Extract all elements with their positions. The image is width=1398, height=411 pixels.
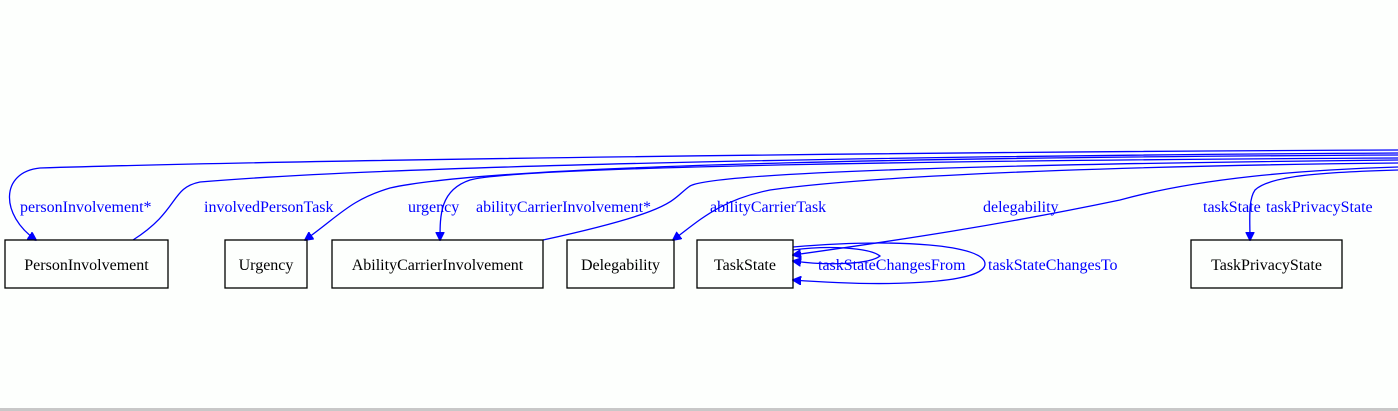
node-task-state: TaskState bbox=[696, 239, 794, 289]
edge-label-task-state-changes-from: taskStateChangesFrom bbox=[818, 257, 966, 274]
edge-label-task-state: taskState bbox=[1203, 199, 1261, 216]
edge-label-involved-person-task: involvedPersonTask bbox=[204, 199, 334, 216]
node-label: AbilityCarrierInvolvement bbox=[352, 257, 524, 274]
edge-task-state-changes-from bbox=[793, 246, 882, 264]
edge-person-involvement bbox=[8, 149, 1398, 240]
bottom-divider bbox=[0, 408, 1398, 411]
node-delegability: Delegability bbox=[566, 239, 675, 289]
edge-label-ability-carrier-task: abilityCarrierTask bbox=[710, 199, 826, 216]
edge-label-task-state-changes-to: taskStateChangesTo bbox=[988, 257, 1118, 274]
edge-ability-carrier-involvement bbox=[440, 157, 1398, 240]
node-label: Delegability bbox=[581, 257, 660, 274]
edge-ability-carrier-task bbox=[542, 159, 1398, 241]
node-label: TaskState bbox=[714, 257, 776, 274]
edge-task-state-changes-to bbox=[793, 242, 986, 283]
edge-task-privacy-state bbox=[1250, 169, 1398, 240]
node-urgency: Urgency bbox=[224, 239, 308, 289]
node-ability-carrier-involvement: AbilityCarrierInvolvement bbox=[331, 239, 544, 289]
edge-label-urgency: urgency bbox=[408, 199, 459, 216]
edge-task-state bbox=[793, 166, 1398, 255]
edge-label-person-involvement: personInvolvement* bbox=[20, 199, 152, 216]
node-label: TaskPrivacyState bbox=[1211, 257, 1322, 274]
edge-label-task-privacy-state: taskPrivacyState bbox=[1266, 199, 1373, 216]
edge-delegability bbox=[673, 162, 1398, 240]
edge-label-ability-carrier-involvement: abilityCarrierInvolvement* bbox=[476, 199, 651, 216]
node-label: Urgency bbox=[239, 257, 294, 274]
node-person-involvement: PersonInvolvement bbox=[4, 239, 169, 289]
node-label: PersonInvolvement bbox=[24, 257, 149, 274]
node-task-privacy-state: TaskPrivacyState bbox=[1190, 239, 1343, 289]
edge-label-delegability: delegability bbox=[983, 199, 1059, 216]
edge-involved-person-task bbox=[132, 152, 1398, 241]
